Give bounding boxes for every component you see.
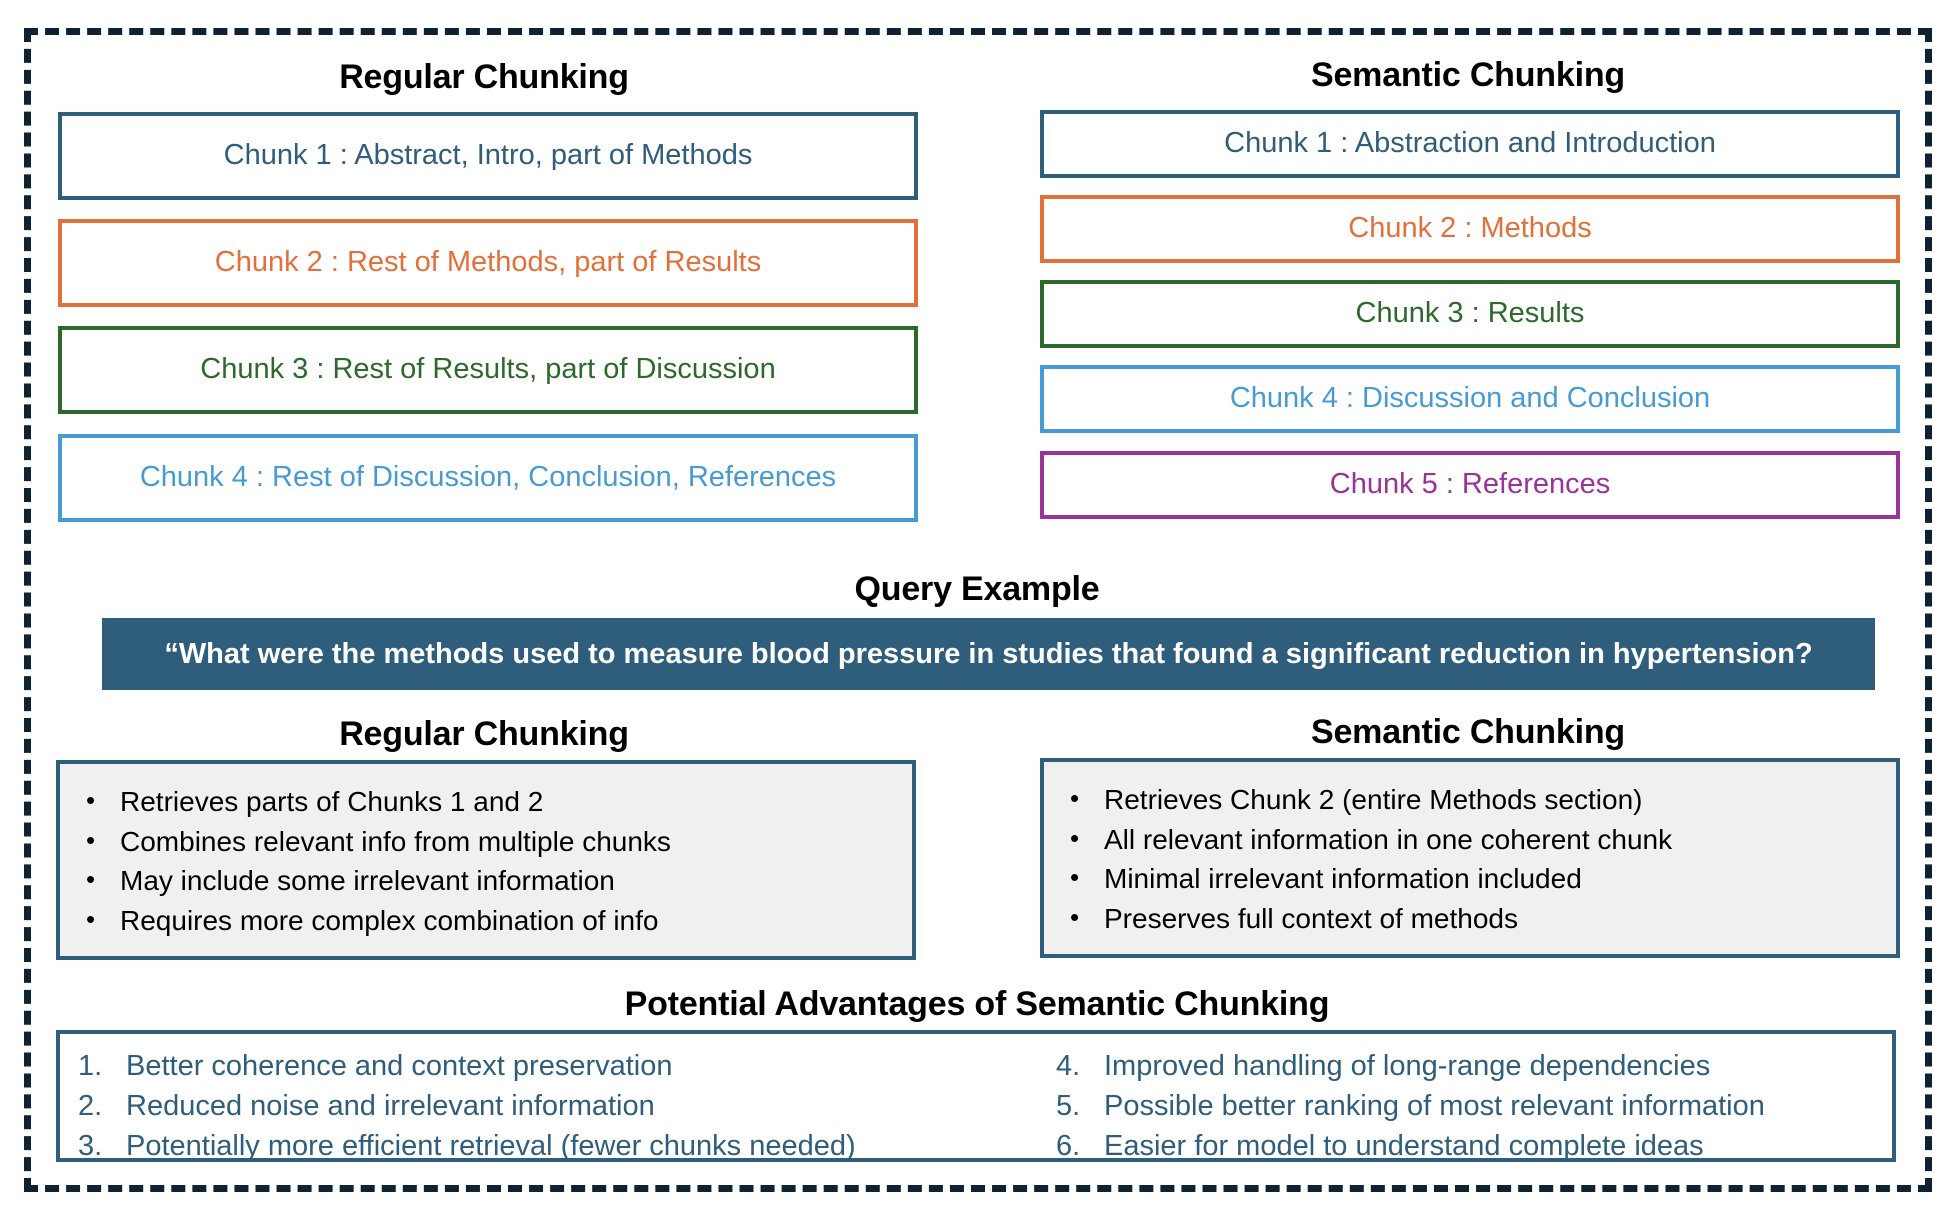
bullet-icon: • [86, 903, 96, 934]
outer-dashed-frame [24, 28, 1932, 1192]
list-item: • Minimal irrelevant information include… [1070, 862, 1886, 895]
semantic-chunking-heading-top: Semantic Chunking [1311, 56, 1625, 94]
list-item: 1. Better coherence and context preserva… [78, 1050, 976, 1083]
bullet-icon: • [86, 824, 96, 855]
list-item-label: Possible better ranking of most relevant… [1104, 1090, 1765, 1123]
list-item-number: 1. [78, 1050, 103, 1082]
regular-chunk-box-3[interactable]: Chunk 3 : Rest of Results, part of Discu… [58, 326, 918, 414]
advantages-panel: 1. Better coherence and context preserva… [56, 1030, 1896, 1162]
bullet-icon: • [1070, 822, 1080, 853]
semantic-chunk-box-4[interactable]: Chunk 4 : Discussion and Conclusion [1040, 365, 1900, 433]
semantic-chunk-box-5[interactable]: Chunk 5 : References [1040, 451, 1900, 519]
semantic-chunk-box-2[interactable]: Chunk 2 : Methods [1040, 195, 1900, 263]
list-item-label: Easier for model to understand complete … [1104, 1130, 1704, 1163]
list-item-label: Potentially more efficient retrieval (fe… [126, 1130, 856, 1163]
list-item: 6. Easier for model to understand comple… [1056, 1130, 1892, 1163]
bullet-icon: • [1070, 901, 1080, 932]
list-item-number: 5. [1056, 1090, 1081, 1123]
list-item: • May include some irrelevant informatio… [86, 864, 902, 897]
semantic-chunk-box-1[interactable]: Chunk 1 : Abstraction and Introduction [1040, 110, 1900, 178]
list-item-label: Requires more complex combination of inf… [120, 904, 659, 936]
list-item: 4. Improved handling of long-range depen… [1056, 1050, 1892, 1083]
list-item: 2. Reduced noise and irrelevant informat… [78, 1090, 976, 1123]
list-item-label: Reduced noise and irrelevant information [126, 1090, 655, 1123]
list-item-label: Improved handling of long-range dependen… [1104, 1050, 1711, 1082]
advantages-column-left: 1. Better coherence and context preserva… [60, 1050, 976, 1162]
list-item: • Preserves full context of methods [1070, 901, 1886, 935]
list-item-number: 3. [78, 1130, 103, 1163]
advantages-heading: Potential Advantages of Semantic Chunkin… [624, 985, 1330, 1023]
bullet-icon: • [1070, 783, 1080, 813]
query-example-banner: “What were the methods used to measure b… [102, 618, 1875, 690]
list-item-label: May include some irrelevant information [120, 865, 615, 897]
list-item-label: Minimal irrelevant information included [1104, 863, 1582, 895]
list-item-label: Better coherence and context preservatio… [126, 1050, 673, 1082]
list-item: • All relevant information in one cohere… [1070, 822, 1886, 856]
bullet-icon: • [86, 864, 96, 895]
list-item: • Retrieves Chunk 2 (entire Methods sect… [1070, 783, 1886, 816]
list-item-label: Combines relevant info from multiple chu… [120, 825, 671, 857]
bullet-icon: • [1070, 862, 1080, 893]
advantages-column-right: 4. Improved handling of long-range depen… [976, 1050, 1892, 1162]
list-item-number: 4. [1056, 1050, 1081, 1082]
regular-chunking-bullet-panel: • Retrieves parts of Chunks 1 and 2 • Co… [56, 760, 916, 960]
semantic-chunking-heading-compare: Semantic Chunking [1311, 713, 1625, 751]
list-item: • Combines relevant info from multiple c… [86, 824, 902, 858]
list-item-label: Retrieves Chunk 2 (entire Methods sectio… [1104, 784, 1643, 815]
query-example-heading: Query Example [854, 570, 1100, 608]
bullet-icon: • [86, 785, 96, 815]
regular-chunking-heading-compare: Regular Chunking [339, 715, 629, 753]
list-item: • Retrieves parts of Chunks 1 and 2 [86, 785, 902, 818]
list-item-label: Preserves full context of methods [1104, 902, 1518, 934]
semantic-chunk-box-3[interactable]: Chunk 3 : Results [1040, 280, 1900, 348]
list-item: 5. Possible better ranking of most relev… [1056, 1090, 1892, 1123]
regular-chunk-box-2[interactable]: Chunk 2 : Rest of Methods, part of Resul… [58, 219, 918, 307]
regular-chunk-box-1[interactable]: Chunk 1 : Abstract, Intro, part of Metho… [58, 112, 918, 200]
semantic-chunking-bullet-panel: • Retrieves Chunk 2 (entire Methods sect… [1040, 758, 1900, 958]
list-item-label: All relevant information in one coherent… [1104, 823, 1673, 855]
regular-chunk-box-4[interactable]: Chunk 4 : Rest of Discussion, Conclusion… [58, 434, 918, 522]
list-item-number: 6. [1056, 1130, 1081, 1163]
regular-chunking-heading-top: Regular Chunking [339, 58, 629, 96]
list-item: 3. Potentially more efficient retrieval … [78, 1130, 976, 1163]
list-item: • Requires more complex combination of i… [86, 903, 902, 937]
list-item-label: Retrieves parts of Chunks 1 and 2 [120, 786, 544, 817]
list-item-number: 2. [78, 1090, 103, 1123]
